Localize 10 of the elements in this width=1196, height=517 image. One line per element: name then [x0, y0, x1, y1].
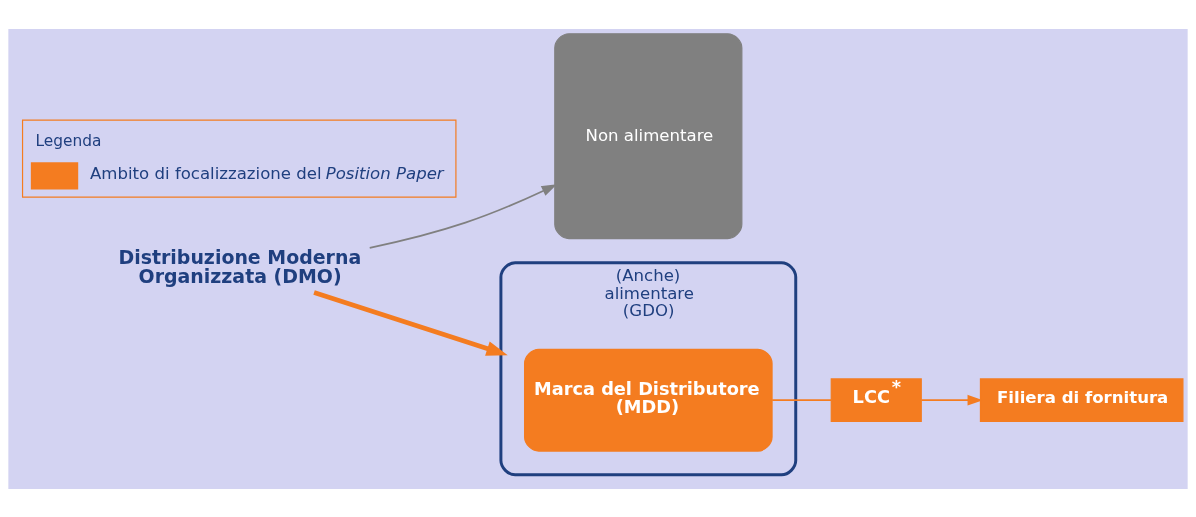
node-box: Non alimentare — [554, 32, 743, 239]
legend-label: Ambito di focalizzazione del Position Paper — [90, 163, 444, 183]
node-box: Marca del Distributore (MDD) — [524, 348, 773, 452]
connector — [771, 398, 832, 401]
label: Legenda — [35, 131, 102, 150]
arrow — [313, 289, 508, 356]
arrow — [920, 394, 983, 406]
arrow — [368, 183, 558, 249]
node-box: Filiera di fornitura — [979, 377, 1184, 422]
node-text: Distribuzione Moderna Organizzata (DMO) — [118, 245, 362, 287]
